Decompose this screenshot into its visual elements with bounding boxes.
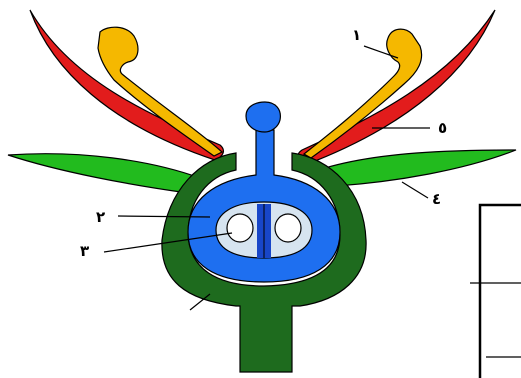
sepal-right xyxy=(323,150,516,186)
label-4: ٤ xyxy=(432,190,441,208)
sepal-left xyxy=(8,154,202,193)
pistil xyxy=(188,102,340,282)
partial-figure-frame xyxy=(480,205,521,378)
partial-figure xyxy=(470,205,521,378)
ovule-right xyxy=(275,214,301,242)
label-5: ٥ xyxy=(438,119,447,137)
label-1: ١ xyxy=(352,26,361,44)
ovule-left xyxy=(227,214,253,242)
stigma xyxy=(246,102,280,132)
label-2: ٢ xyxy=(96,208,105,226)
label-3: ٣ xyxy=(80,242,89,260)
leader-line-4 xyxy=(402,182,428,198)
